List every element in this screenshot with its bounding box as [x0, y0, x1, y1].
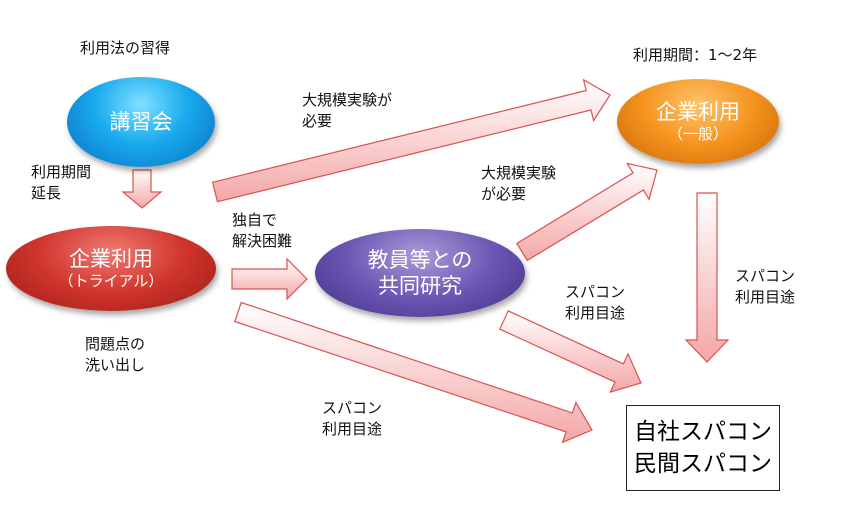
- result-box: 自社スパコン 民間スパコン: [626, 405, 780, 491]
- label-usage-period: 利用期間：1～2年: [633, 46, 758, 64]
- label-problem-identify: 問題点の 洗い出し: [85, 335, 146, 374]
- node-joint-research: 教員等との 共同研究: [315, 229, 525, 317]
- label-super-use-bottom: スパコン 利用目途: [322, 399, 383, 438]
- arrow-enterprise-to-result: [684, 192, 730, 363]
- node-enterprise-title: 企業利用: [656, 100, 740, 124]
- label-self-solve-hard: 独自で 解決困難: [232, 211, 293, 250]
- label-learn-usage: 利用法の習得: [80, 39, 171, 57]
- node-trial-enterprise-use: 企業利用 （トライアル）: [6, 226, 216, 311]
- node-lecture-title: 講習会: [109, 110, 173, 134]
- arrow-joint-to-result: [499, 310, 642, 394]
- arrow-trial-to-joint: [231, 257, 308, 301]
- label-large-scale-top: 大規模実験が 必要: [302, 91, 393, 130]
- label-large-scale-mid: 大規模実験 が必要: [481, 164, 557, 203]
- node-trial-subtitle: （トライアル）: [58, 272, 164, 290]
- label-super-use-mid: スパコン 利用目途: [565, 283, 626, 322]
- label-super-use-right: スパコン 利用目途: [735, 267, 796, 306]
- node-general-enterprise-use: 企業利用 （一般）: [617, 79, 779, 164]
- node-trial-title: 企業利用: [69, 247, 153, 271]
- arrow-trial-to-result: [234, 301, 593, 444]
- node-joint-title: 教員等との 共同研究: [367, 248, 473, 298]
- node-lecture: 講習会: [67, 77, 215, 167]
- arrow-lecture-to-enterprise: [211, 78, 611, 203]
- label-extend-period: 利用期間 延長: [31, 163, 92, 202]
- node-enterprise-subtitle: （一般）: [667, 125, 728, 143]
- arrow-lecture-to-trial: [121, 169, 163, 209]
- result-text: 自社スパコン 民間スパコン: [634, 419, 772, 477]
- arrow-joint-to-enterprise: [515, 162, 658, 262]
